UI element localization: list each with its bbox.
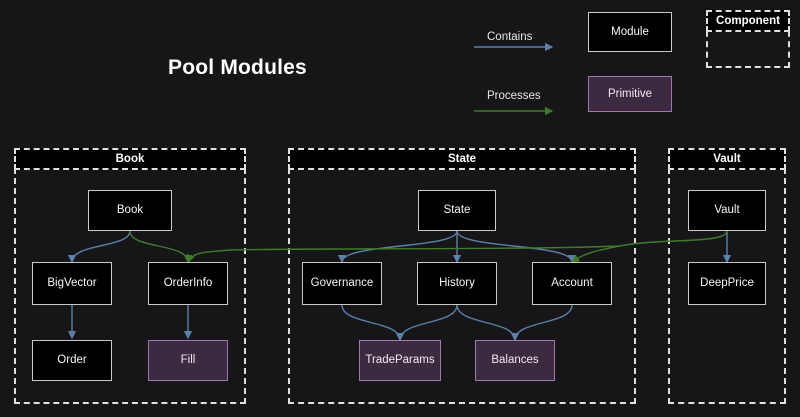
container-book-label: Book [115, 153, 145, 165]
node-account[interactable]: Account [532, 262, 612, 305]
node-vault[interactable]: Vault [688, 190, 766, 231]
node-history-label: History [439, 277, 475, 290]
page-title: Pool Modules [168, 56, 307, 79]
legend-module-label: Module [611, 25, 649, 38]
container-state-label: State [447, 153, 477, 165]
legend-primitive-box: Primitive [588, 76, 672, 112]
node-tradeparams-label: TradeParams [365, 354, 435, 367]
container-state-header: State [288, 148, 636, 170]
node-state[interactable]: State [418, 190, 496, 231]
node-account-label: Account [551, 277, 593, 290]
node-book[interactable]: Book [88, 190, 172, 231]
node-vault-label: Vault [714, 204, 740, 217]
legend-module-box: Module [588, 12, 672, 52]
node-state-label: State [443, 204, 471, 217]
node-orderinfo[interactable]: OrderInfo [148, 262, 228, 305]
node-deepprice-label: DeepPrice [700, 277, 754, 290]
node-fill[interactable]: Fill [148, 340, 228, 381]
node-fill-label: Fill [180, 354, 196, 367]
container-vault-label: Vault [713, 153, 741, 165]
container-book-header: Book [14, 148, 246, 170]
node-governance-label: Governance [310, 277, 374, 290]
node-balances[interactable]: Balances [475, 340, 555, 381]
legend-primitive-label: Primitive [607, 87, 653, 100]
legend-component-label: Component [716, 15, 780, 27]
node-bigvector-label: BigVector [47, 277, 97, 290]
legend-processes-label: Processes [487, 90, 541, 102]
node-history[interactable]: History [417, 262, 497, 305]
node-tradeparams[interactable]: TradeParams [359, 340, 441, 381]
node-order[interactable]: Order [32, 340, 112, 381]
node-bigvector[interactable]: BigVector [32, 262, 112, 305]
node-governance[interactable]: Governance [302, 262, 382, 305]
node-order-label: Order [57, 354, 87, 367]
container-vault-header: Vault [668, 148, 786, 170]
legend-component-header: Component [706, 10, 790, 32]
node-deepprice[interactable]: DeepPrice [688, 262, 766, 305]
node-orderinfo-label: OrderInfo [163, 277, 213, 290]
node-balances-label: Balances [491, 354, 539, 367]
legend-contains-label: Contains [487, 31, 533, 43]
node-book-label: Book [116, 204, 144, 217]
